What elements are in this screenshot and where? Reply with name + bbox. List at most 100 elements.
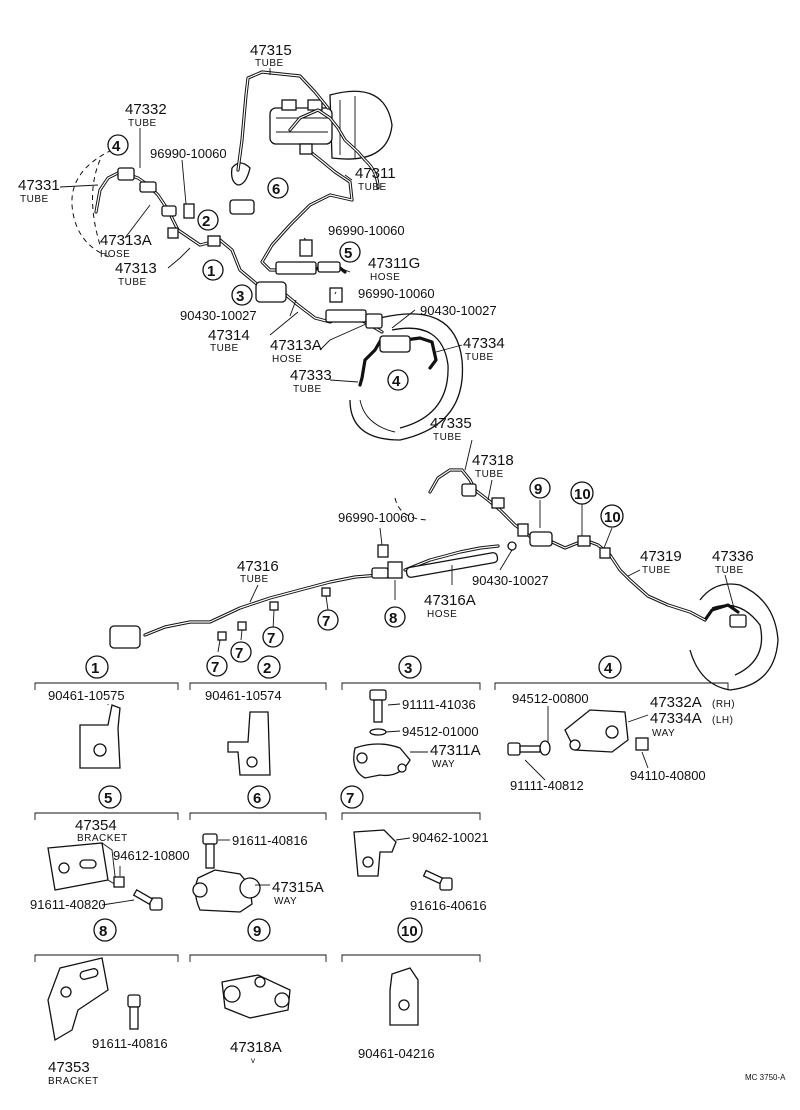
- front-right-drum: [349, 313, 464, 441]
- label-47336: 47336: [712, 548, 754, 565]
- label-47354: 47354: [75, 817, 117, 834]
- detail-8: 8 91611-40816 47353 BRACKET: [34, 918, 179, 1087]
- upper-labels: 47315 TUBE 47332 TUBE 96990-10060 47331 …: [18, 42, 505, 395]
- label-96990-10060: 96990-10060: [328, 223, 405, 238]
- label-90430-10027: 90430-10027: [472, 573, 549, 588]
- svg-text:3: 3: [236, 288, 244, 305]
- label-47315: 47315: [250, 42, 292, 59]
- label-91111-40812: 91111-40812: [510, 778, 584, 793]
- detail-4: 4 94512-00800 47332A (RH) 47334A (LH) WA…: [494, 655, 735, 793]
- detail-9: 9 47318A v: [189, 918, 327, 1065]
- sub-tube: TUBE: [20, 194, 49, 205]
- label-96990-10060: 96990-10060: [358, 286, 435, 301]
- label-lh: (LH): [712, 715, 733, 726]
- sub-tube: TUBE: [118, 277, 147, 288]
- sub-hose: HOSE: [427, 609, 457, 620]
- label-91111-41036: 91111-41036: [402, 697, 476, 712]
- sub-tube: TUBE: [210, 343, 239, 354]
- svg-text:3: 3: [404, 660, 412, 677]
- callout-7: 7: [317, 609, 339, 631]
- svg-text:9: 9: [253, 923, 261, 940]
- label-91611-40820: 91611-40820: [30, 897, 106, 912]
- svg-text:7: 7: [346, 790, 354, 807]
- svg-text:7: 7: [267, 630, 275, 647]
- label-47313A: 47313A: [270, 337, 322, 354]
- label-47311G: 47311G: [368, 255, 420, 272]
- label-47316: 47316: [237, 558, 279, 575]
- label-47315A: 47315A: [272, 879, 324, 896]
- svg-text:2: 2: [263, 660, 271, 677]
- label-47313: 47313: [115, 260, 157, 277]
- label-96990-10060: 96990-10060: [338, 510, 415, 525]
- callout-4: 4: [107, 134, 129, 156]
- lower-labels: 47335 TUBE 47318 TUBE 96990-10060 47316 …: [237, 415, 754, 620]
- sub-way: WAY: [652, 728, 675, 739]
- label-94612-10800: 94612-10800: [113, 848, 190, 863]
- label-47335: 47335: [430, 415, 472, 432]
- sub-tube: TUBE: [255, 58, 284, 69]
- callout-7: 7: [262, 626, 284, 648]
- sub-hose: HOSE: [370, 272, 400, 283]
- sub-way: WAY: [274, 896, 297, 907]
- label-47332: 47332: [125, 101, 167, 118]
- detail-5: 5 47354 BRACKET 94612-10800 91611-40820: [30, 785, 190, 912]
- svg-text:2: 2: [202, 213, 210, 230]
- label-47314: 47314: [208, 327, 250, 344]
- detail-10: 10 90461-04216: [341, 917, 481, 1061]
- svg-text:8: 8: [99, 923, 107, 940]
- sub-tube: TUBE: [240, 574, 269, 585]
- label-47311: 47311: [355, 165, 396, 182]
- sub-bracket: BRACKET: [48, 1076, 99, 1087]
- label-marker: v: [251, 1056, 255, 1065]
- callout-2: 2: [197, 209, 219, 231]
- sub-bracket: BRACKET: [77, 833, 128, 844]
- detail-6: 6 91611-40816 47315A WAY: [189, 785, 327, 913]
- svg-text:10: 10: [604, 509, 621, 526]
- svg-text:8: 8: [389, 610, 397, 627]
- label-90461-10575: 90461-10575: [48, 688, 125, 703]
- svg-text:4: 4: [604, 660, 613, 677]
- sub-tube: TUBE: [433, 432, 462, 443]
- label-91611-40816: 91611-40816: [92, 1036, 168, 1051]
- label-47313A: 47313A: [100, 232, 152, 249]
- svg-text:6: 6: [272, 181, 280, 198]
- sub-tube: TUBE: [475, 469, 504, 480]
- callout-6: 6: [267, 177, 289, 199]
- label-47334: 47334: [463, 335, 505, 352]
- svg-text:7: 7: [322, 613, 330, 630]
- sub-tube: TUBE: [358, 182, 387, 193]
- callout-10: 10: [570, 481, 594, 505]
- label-90461-04216: 90461-04216: [358, 1046, 435, 1061]
- label-90462-10021: 90462-10021: [412, 830, 489, 845]
- label-94110-40800: 94110-40800: [630, 768, 706, 783]
- callout-9: 9: [529, 477, 551, 499]
- detail-2: 2 90461-10574: [189, 655, 327, 776]
- label-90430-10027: 90430-10027: [420, 303, 497, 318]
- label-91611-40816: 91611-40816: [232, 833, 308, 848]
- drawing-code: MC 3750-A: [745, 1073, 786, 1082]
- label-47332A: 47332A: [650, 694, 702, 711]
- upper-fittings: [117, 143, 411, 353]
- lower-leaders: [217, 439, 735, 653]
- label-91616-40616: 91616-40616: [410, 898, 487, 913]
- svg-text:5: 5: [344, 245, 352, 262]
- svg-text:6: 6: [253, 790, 261, 807]
- upper-leaders: [59, 68, 463, 383]
- label-47318A: 47318A: [230, 1039, 282, 1056]
- sub-tube: TUBE: [642, 565, 671, 576]
- label-94512-00800: 94512-00800: [512, 691, 589, 706]
- label-47316A: 47316A: [424, 592, 476, 609]
- svg-text:4: 4: [392, 373, 401, 390]
- sub-tube: TUBE: [465, 352, 494, 363]
- label-90430-10027: 90430-10027: [180, 308, 257, 323]
- sub-hose: HOSE: [272, 354, 302, 365]
- label-96990-10060: 96990-10060: [150, 146, 227, 161]
- sub-way: WAY: [432, 759, 455, 770]
- label-90461-10574: 90461-10574: [205, 688, 282, 703]
- callout-1: 1: [202, 259, 224, 281]
- sub-tube: TUBE: [715, 565, 744, 576]
- svg-text:10: 10: [401, 923, 418, 940]
- svg-text:4: 4: [112, 138, 121, 155]
- sub-tube: TUBE: [128, 118, 157, 129]
- svg-text:5: 5: [104, 790, 112, 807]
